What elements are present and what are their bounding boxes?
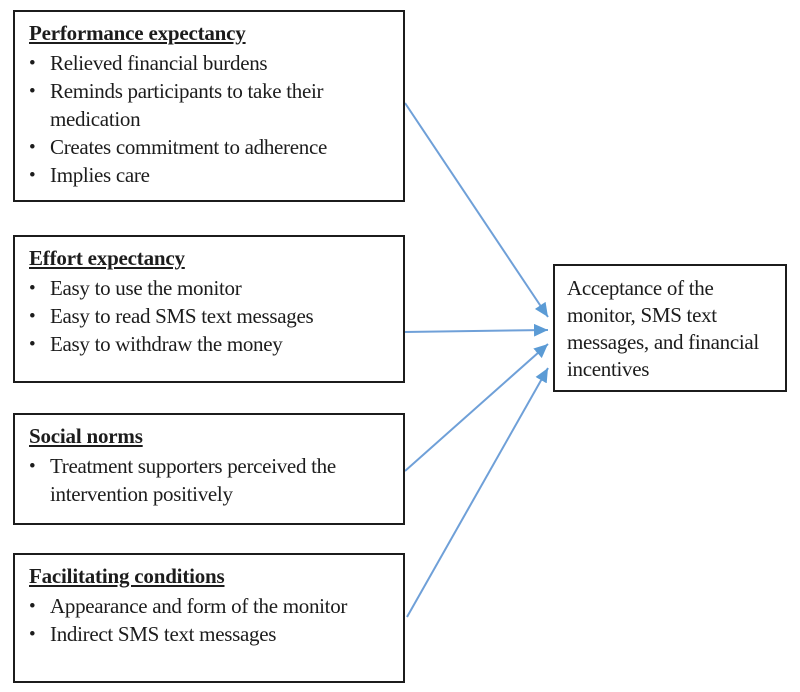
bullet-item: • Indirect SMS text messages <box>29 621 393 649</box>
box-effort-expectancy: Effort expectancy • Easy to use the moni… <box>13 235 405 383</box>
bullet-text: Implies care <box>50 162 150 187</box>
arrow-effort-to-acceptance <box>403 323 549 337</box>
bullet-text: Easy to use the monitor <box>50 276 242 301</box>
bullet-text: Treatment supporters perceived the inter… <box>50 454 336 507</box>
box-performance-expectancy: Performance expectancy • Relieved financ… <box>13 10 405 202</box>
bullet-text: Relieved financial burdens <box>50 51 268 76</box>
box-social-norms: Social norms • Treatment supporters perc… <box>13 413 405 525</box>
bullet-item: • Implies care <box>29 162 393 190</box>
box-title: Effort expectancy <box>29 246 185 270</box>
bullet-text: Creates commitment to adherence <box>50 135 327 160</box>
bullet-item: • Easy to use the monitor <box>29 275 393 303</box>
box-title: Performance expectancy <box>29 21 246 45</box>
bullet-item: • Creates commitment to adherence <box>29 134 393 162</box>
box-title: Facilitating conditions <box>29 564 225 588</box>
bullet-list: • Appearance and form of the monitor • I… <box>29 593 393 649</box>
bullet-item: • Treatment supporters perceived the int… <box>29 453 393 509</box>
bullet-text: Easy to read SMS text messages <box>50 304 314 329</box>
bullet-item: • Relieved financial burdens <box>29 50 393 78</box>
bullet-item: • Easy to read SMS text messages <box>29 303 393 331</box>
bullet-icon: • <box>29 624 36 646</box>
bullet-list: • Easy to use the monitor • Easy to read… <box>29 275 393 359</box>
bullet-list: • Treatment supporters perceived the int… <box>29 453 393 509</box>
arrow-social-to-acceptance <box>404 343 549 472</box>
bullet-icon: • <box>29 53 36 75</box>
box-acceptance-outcome: Acceptance of the monitor, SMS text mess… <box>553 264 787 392</box>
box-facilitating-conditions: Facilitating conditions • Appearance and… <box>13 553 405 683</box>
bullet-icon: • <box>29 334 36 356</box>
arrow-performance-to-acceptance <box>404 102 549 318</box>
bullet-item: • Easy to withdraw the money <box>29 331 393 359</box>
bullet-icon: • <box>29 164 36 186</box>
bullet-item: • Reminds participants to take their med… <box>29 78 393 134</box>
bullet-text: Appearance and form of the monitor <box>50 594 348 619</box>
bullet-list: • Relieved financial burdens • Reminds p… <box>29 50 393 190</box>
bullet-icon: • <box>29 306 36 328</box>
box-title: Social norms <box>29 424 143 448</box>
arrow-facilitating-to-acceptance <box>406 367 549 618</box>
bullet-item: • Appearance and form of the monitor <box>29 593 393 621</box>
bullet-text: Easy to withdraw the money <box>50 332 283 357</box>
bullet-icon: • <box>29 278 36 300</box>
bullet-icon: • <box>29 596 36 618</box>
bullet-icon: • <box>29 456 36 478</box>
outcome-text: Acceptance of the monitor, SMS text mess… <box>567 276 759 382</box>
bullet-icon: • <box>29 81 36 103</box>
bullet-text: Reminds participants to take their medic… <box>50 79 324 132</box>
bullet-text: Indirect SMS text messages <box>50 622 277 647</box>
bullet-icon: • <box>29 137 36 159</box>
